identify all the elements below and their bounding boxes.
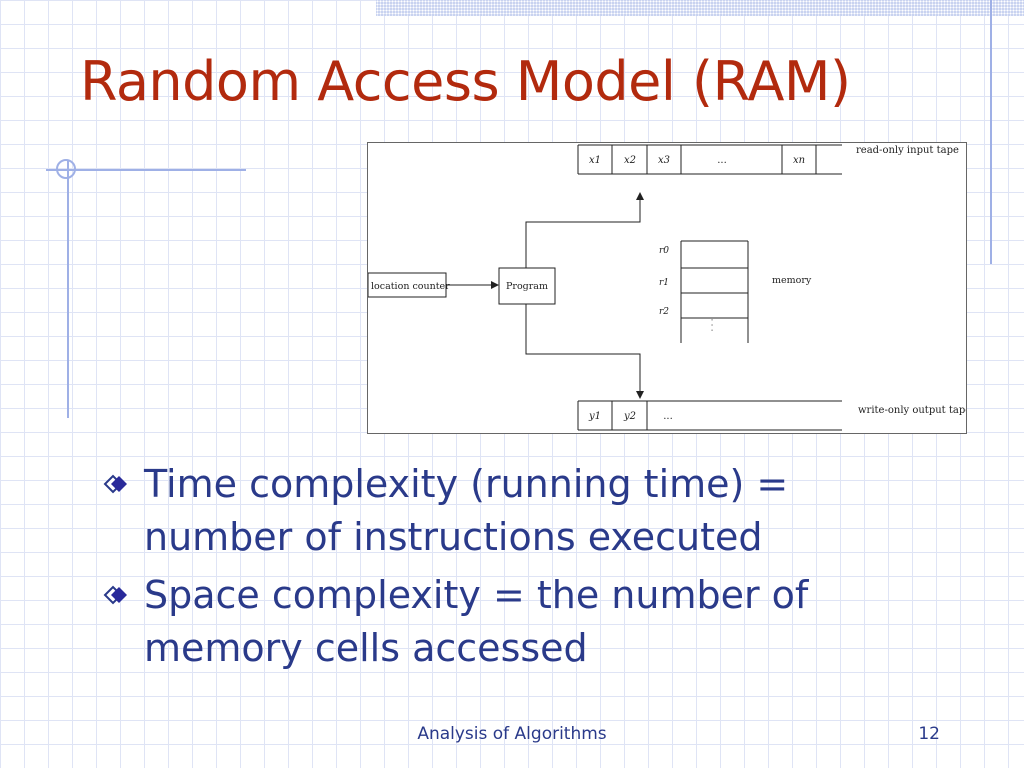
decorative-left-vertical-line [67,160,69,418]
bullet-line-1: Space complexity = the number of [144,573,809,617]
bullet-line-1: Time complexity (running time) = [144,462,789,506]
location-counter: location counter [368,272,450,298]
slide-title: Random Access Model (RAM) [80,50,851,113]
memory-registers: r0 r1 r2 . . . memory [659,240,812,343]
bullet-list: Time complexity (running time) = number … [100,458,860,680]
memory-label: memory [772,275,812,286]
page-number: 12 [918,724,940,744]
bullet-line-2: memory cells accessed [144,626,588,670]
input-cell-ellipsis: ... [717,155,727,166]
bullet-item: Space complexity = the number of memory … [100,569,860,675]
bullet-line-2: number of instructions executed [144,515,763,559]
input-cell-x2: x2 [624,155,636,166]
memory-vertical-ellipsis: . . . [710,319,719,332]
location-counter-label: location counter [371,281,450,292]
program-label: Program [506,281,548,292]
output-cell-y1: y1 [588,411,601,422]
input-cell-xn: xn [793,155,805,166]
footer-title: Analysis of Algorithms [417,724,607,744]
output-cell-y2: y2 [623,411,636,422]
register-r1: r1 [659,278,669,288]
bullet-item: Time complexity (running time) = number … [100,458,860,564]
output-cell-ellipsis: ... [663,411,673,422]
decorative-right-line [990,0,992,264]
ram-diagram-svg: x1 x2 x3 ... xn read-only input tape y1 … [368,144,966,431]
diamond-bullet-icon [103,474,127,494]
program-box: Program [498,267,556,305]
program-to-input-arrow [525,192,644,268]
register-r2: r2 [659,307,669,317]
ram-diagram: x1 x2 x3 ... xn read-only input tape y1 … [367,142,967,434]
decorative-circle-icon [56,159,76,179]
input-tape: x1 x2 x3 ... xn read-only input tape [577,144,959,175]
output-tape: y1 y2 ... write-only output tape [577,400,966,431]
decorative-left-horizontal-line [46,169,246,171]
input-tape-label: read-only input tape [856,145,959,156]
diamond-bullet-icon [103,585,127,605]
input-cell-x1: x1 [589,155,601,166]
register-r0: r0 [659,246,669,256]
decorative-top-bar [376,0,1024,16]
output-tape-label: write-only output tape [858,405,966,416]
input-cell-x3: x3 [658,155,670,166]
program-to-output-arrow [525,304,644,399]
